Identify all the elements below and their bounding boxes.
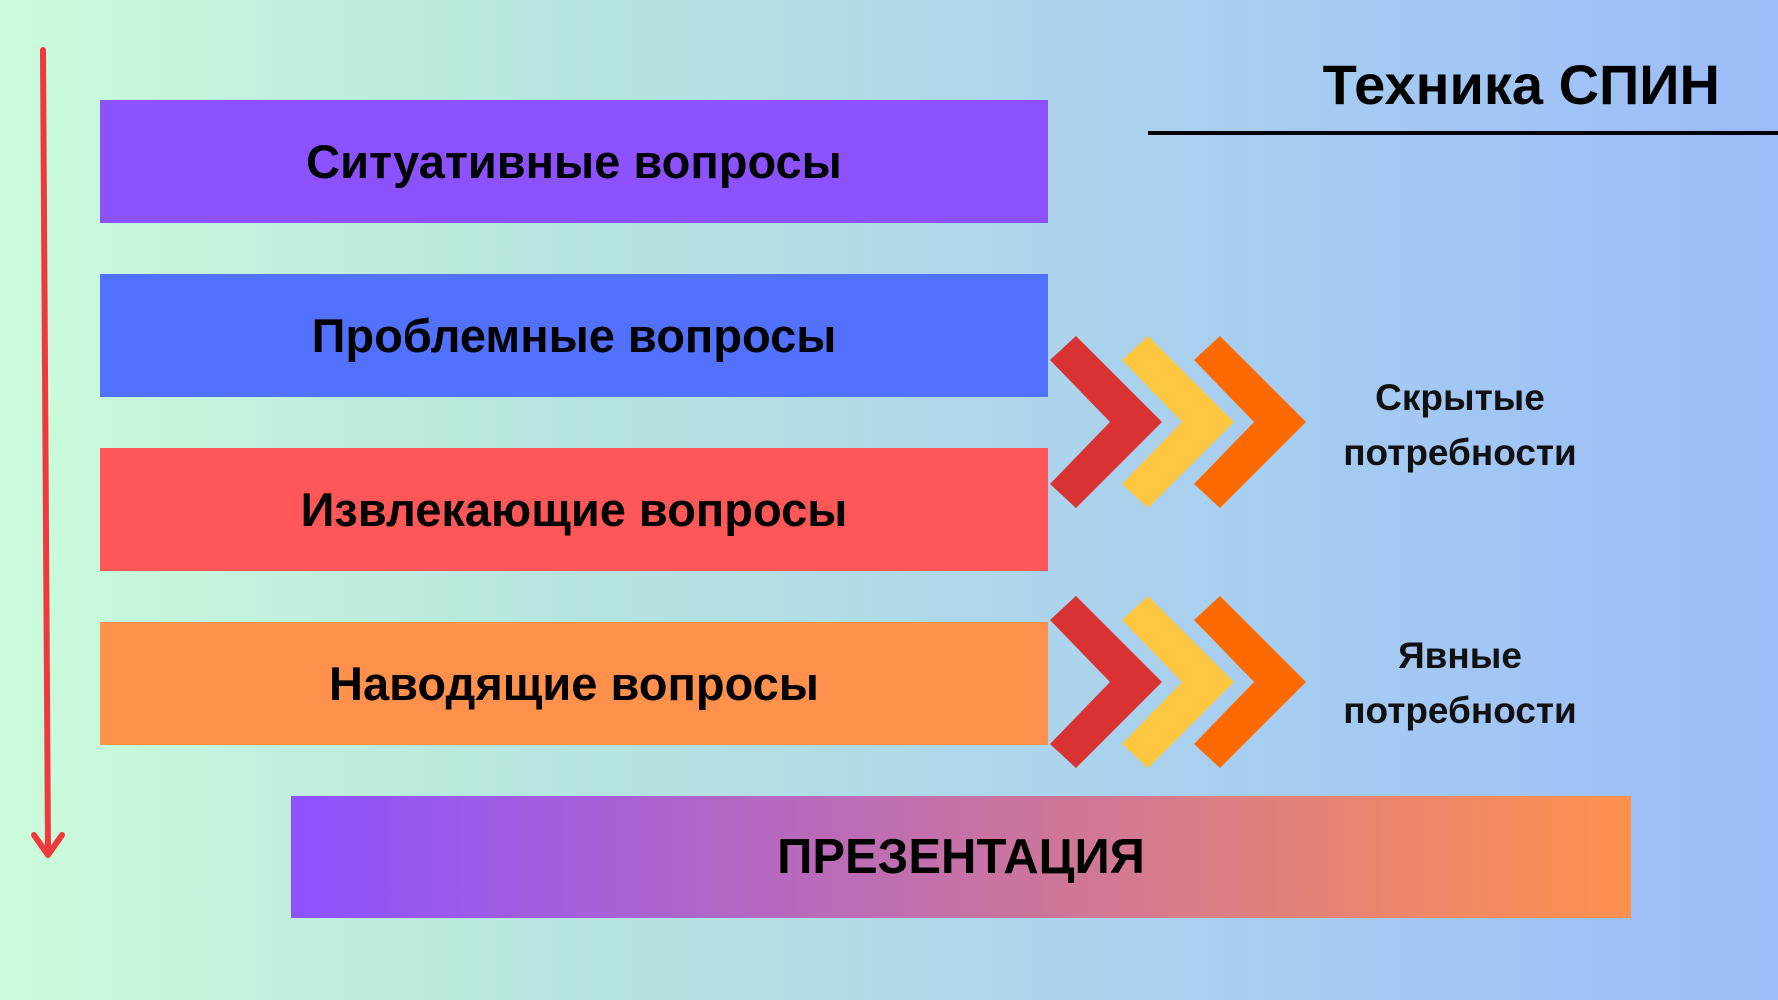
stage-label: Извлекающие вопросы [300, 483, 848, 536]
need-line-1: Явные [1398, 635, 1522, 676]
chevron-red-icon [1050, 596, 1162, 768]
triple-chevron-right-icon [1050, 336, 1306, 508]
triple-chevron-right-icon [1050, 596, 1306, 768]
stage-label: Ситуативные вопросы [306, 135, 842, 188]
stage-need-payoff: Наводящие вопросы [100, 622, 1048, 745]
chevron-yellow-icon [1122, 596, 1234, 768]
hidden-needs-label: Скрытые потребности [1310, 370, 1610, 480]
need-line-2: потребности [1343, 432, 1577, 473]
stage-label: Проблемные вопросы [311, 309, 837, 362]
explicit-needs-label: Явные потребности [1310, 628, 1610, 738]
stage-label: Наводящие вопросы [329, 657, 819, 710]
presentation-label: ПРЕЗЕНТАЦИЯ [777, 830, 1145, 884]
stage-situational: Ситуативные вопросы [100, 100, 1048, 223]
stage-problem: Проблемные вопросы [100, 274, 1048, 397]
flow-down-arrow-icon [31, 47, 65, 858]
stage-implication: Извлекающие вопросы [100, 448, 1048, 571]
title-underline [1148, 131, 1778, 135]
need-line-2: потребности [1343, 690, 1577, 731]
need-line-1: Скрытые [1375, 377, 1545, 418]
chevron-yellow-icon [1122, 336, 1234, 508]
chevron-orange-icon [1194, 336, 1306, 508]
chevron-red-icon [1050, 336, 1162, 508]
diagram-title: Техника СПИН [1322, 53, 1720, 116]
chevron-orange-icon [1194, 596, 1306, 768]
stage-presentation: ПРЕЗЕНТАЦИЯ [291, 796, 1631, 918]
